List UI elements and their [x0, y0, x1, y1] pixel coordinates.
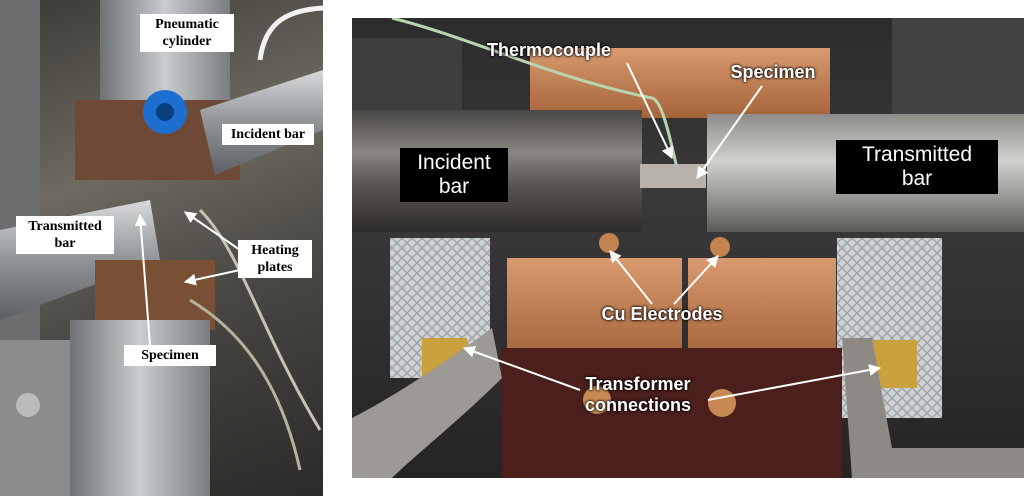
specimen-shape [640, 164, 706, 188]
label-thermocouple: Thermocouple [486, 40, 611, 60]
right-clamp [842, 338, 1024, 478]
white-tube [257, 5, 323, 61]
label-specimen-right: Specimen [730, 62, 816, 82]
upper-bar [200, 70, 323, 175]
label-transmitted-bar-left: Transmitted bar [16, 216, 114, 254]
connection-hole-right [708, 389, 736, 417]
top-copper-block [530, 48, 830, 118]
base-plate [0, 340, 70, 496]
electrode-left [599, 233, 619, 253]
label-pneumatic-cylinder: Pneumatic cylinder [140, 14, 234, 52]
right-photo: Thermocouple Specimen Incident bar Trans… [352, 18, 1024, 478]
label-transformer-connections: Transformer connections [584, 374, 691, 415]
connection-hole-left [583, 386, 611, 414]
lower-left-copper-block [507, 258, 682, 358]
label-heating-plates: Heating plates [238, 240, 312, 278]
label-cu-electrodes: Cu Electrodes [601, 304, 723, 324]
label-incident-bar-left: Incident bar [222, 124, 314, 145]
blue-fitting-core [156, 103, 174, 121]
lower-clamp-block [95, 260, 215, 330]
left-photo: Pneumatic cylinder Incident bar Transmit… [0, 0, 323, 496]
electrode-right [710, 237, 730, 257]
label-specimen-left: Specimen [124, 345, 216, 366]
label-incident-bar-right: Incident bar [400, 148, 508, 202]
label-transmitted-bar-right: Transmitted bar [836, 140, 998, 194]
wire [189, 298, 302, 471]
right-side-plate [892, 18, 1024, 128]
bolt [16, 393, 40, 417]
